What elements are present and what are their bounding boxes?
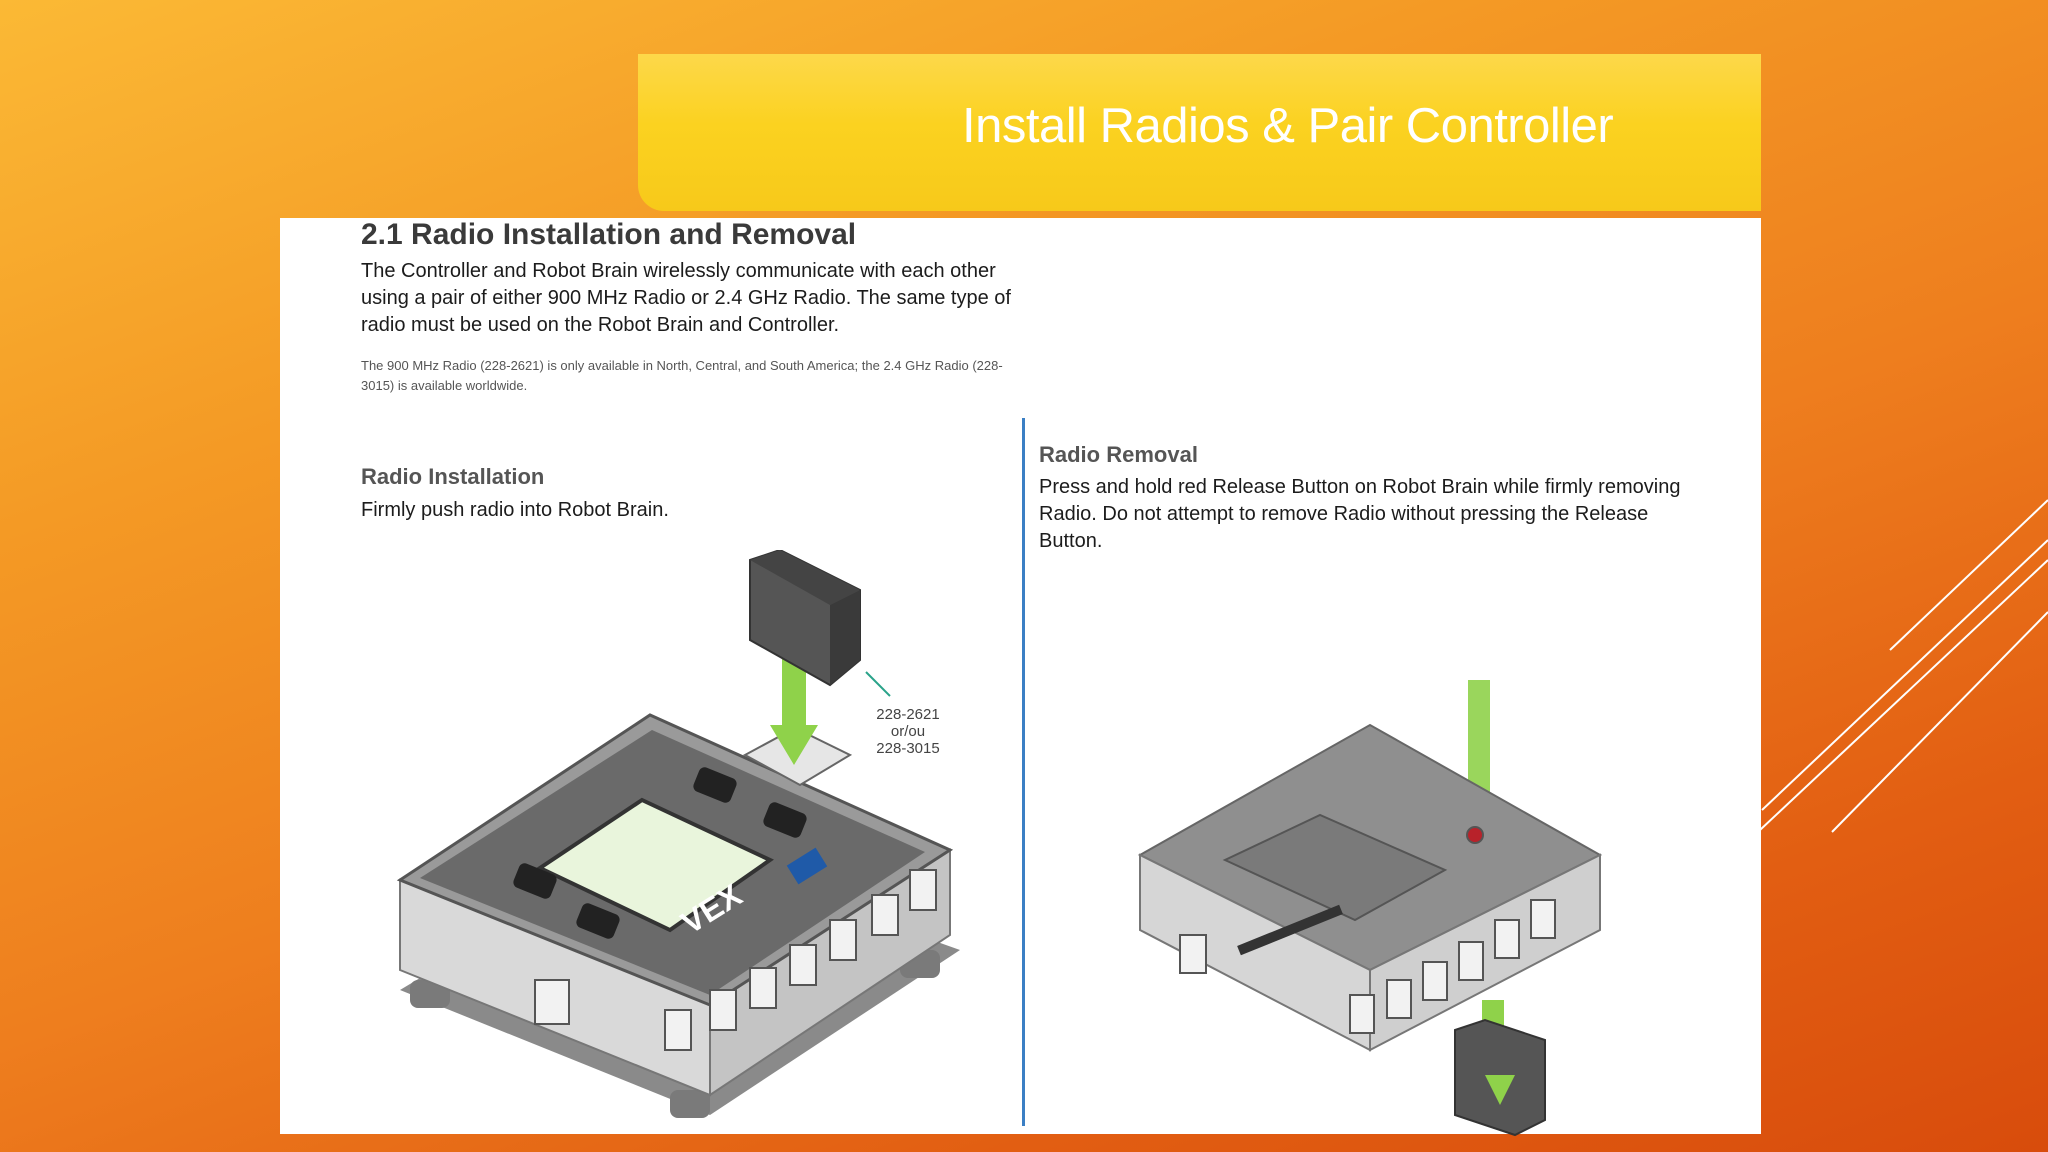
page-title: Install Radios & Pair Controller: [962, 99, 1614, 153]
robot-brain-install-illustration: VEX: [396, 550, 960, 1118]
installation-text: Firmly push radio into Robot Brain.: [361, 499, 669, 521]
part-number-1: 228-2621: [876, 706, 940, 723]
availability-note: The 900 MHz Radio (228-2621) is only ava…: [361, 358, 1003, 393]
section-heading: 2.1 Radio Installation and Removal: [361, 218, 857, 251]
column-divider: [1022, 418, 1025, 1126]
removal-title: Radio Removal: [1039, 442, 1198, 467]
robot-brain-removal-illustration: [1137, 680, 1603, 1137]
header-band: [638, 54, 1761, 211]
part-number-or: or/ou: [890, 723, 926, 740]
removal-text: Press and hold red Release Button on Rob…: [1039, 476, 1681, 552]
part-number-2: 228-3015: [876, 740, 940, 757]
installation-title: Radio Installation: [361, 464, 545, 489]
intro-paragraph: The Controller and Robot Brain wirelessl…: [361, 260, 1011, 336]
